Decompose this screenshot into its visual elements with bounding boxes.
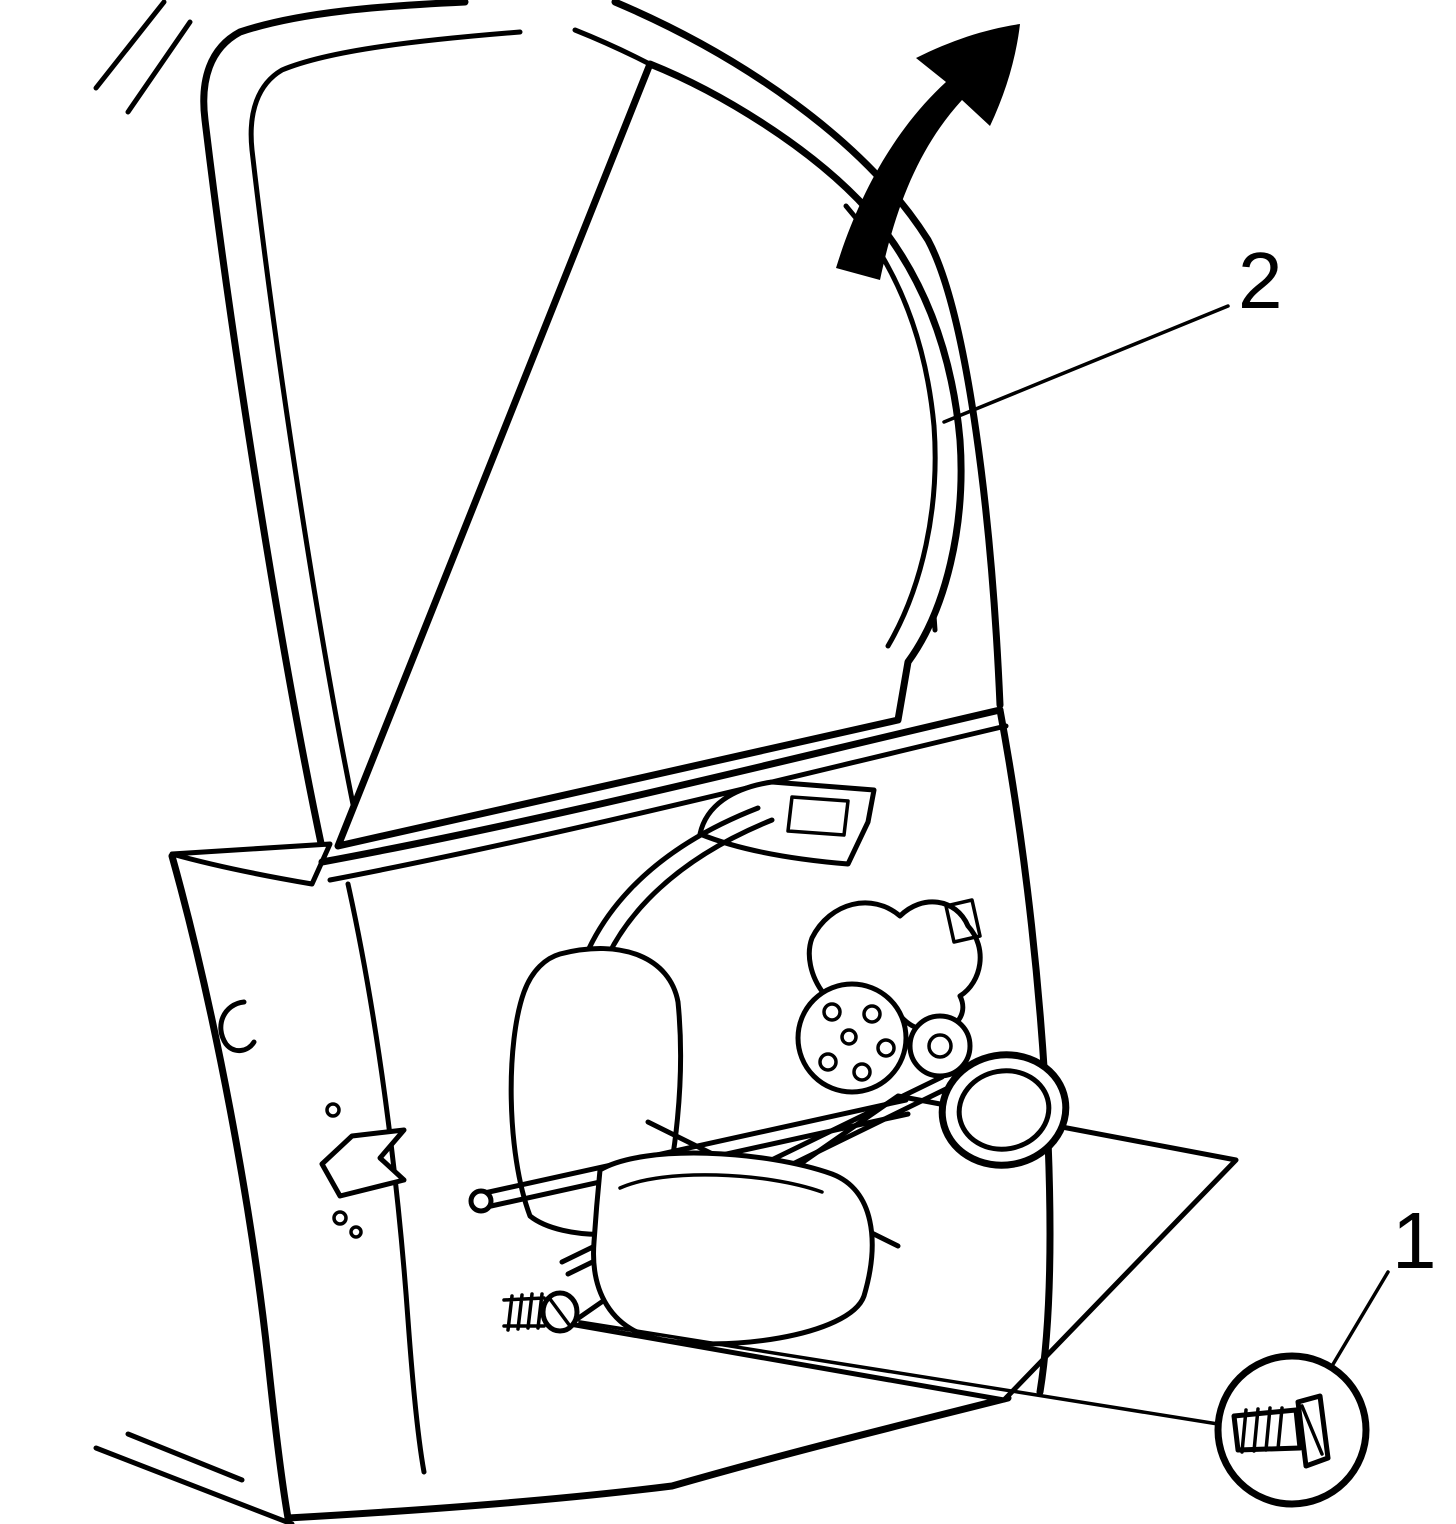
callout-1-leader-line bbox=[1330, 1270, 1390, 1368]
bracket-bolt-hole bbox=[332, 1210, 348, 1226]
regulator-arm-pivot bbox=[468, 1188, 494, 1214]
ground-lines bbox=[93, 1431, 295, 1524]
bolt-threads bbox=[502, 1292, 546, 1332]
callout-2-leader-line bbox=[942, 304, 1230, 424]
plate-hole bbox=[818, 1052, 838, 1072]
inner-handle-cutout bbox=[697, 779, 877, 867]
speaker-opening bbox=[938, 1051, 1070, 1169]
handle-opening bbox=[786, 795, 850, 837]
pillar-cut-line bbox=[93, 0, 167, 91]
a-pillar-cut-lines bbox=[93, 0, 193, 115]
bolt-detail-leader-line bbox=[578, 1320, 1220, 1426]
door-bottom-edge bbox=[284, 1394, 1012, 1522]
callout-2-label: 2 bbox=[1238, 236, 1283, 325]
door-front-edge bbox=[168, 852, 292, 1522]
motor-hub bbox=[927, 1033, 953, 1059]
frame-front-inner-edge bbox=[248, 29, 523, 841]
door-body bbox=[168, 706, 1012, 1522]
bolt-detail-circle bbox=[1214, 1352, 1370, 1508]
regulator-sector-plate bbox=[795, 981, 909, 1095]
door-inner-contour bbox=[345, 881, 427, 1475]
regulator-motor bbox=[907, 1013, 973, 1079]
plate-hole bbox=[840, 1028, 858, 1046]
speaker-inner-ring bbox=[956, 1068, 1052, 1152]
hinge-bracket-shape bbox=[319, 1127, 407, 1199]
belt-line-lower bbox=[327, 723, 1009, 883]
door-internals bbox=[218, 779, 1070, 1347]
ground-line bbox=[125, 1431, 245, 1483]
bolt-head-detail bbox=[548, 1297, 572, 1328]
window-glass bbox=[334, 60, 965, 850]
handle-cutout-outline bbox=[697, 779, 877, 867]
armrest-bracket bbox=[591, 1150, 875, 1347]
callout-window-glass: 2 bbox=[942, 236, 1283, 424]
detail-bolt-threads bbox=[1240, 1406, 1284, 1454]
plate-hole bbox=[852, 1062, 872, 1082]
detail-bolt-head-hatch bbox=[1300, 1404, 1324, 1456]
front-edge-access-hole bbox=[218, 999, 257, 1053]
glass-attachment-bolt bbox=[502, 1290, 580, 1334]
armrest-outline bbox=[591, 1150, 875, 1347]
plate-hole bbox=[822, 1002, 842, 1022]
callout-glass-bolt: 1 bbox=[1330, 1196, 1437, 1368]
removal-arrow-icon bbox=[836, 24, 1020, 280]
frame-rear-outer-edge bbox=[611, 0, 1004, 709]
ground-line bbox=[93, 1445, 295, 1524]
motor-mount-tab bbox=[944, 898, 982, 944]
armrest-inner-line bbox=[618, 1173, 824, 1194]
bracket-bolt-hole bbox=[349, 1225, 363, 1239]
window-glass-panel bbox=[334, 60, 965, 850]
bracket-bolt-hole bbox=[325, 1102, 341, 1118]
plate-hole bbox=[876, 1038, 896, 1058]
frame-front-outer-edge bbox=[200, 0, 469, 852]
mirror-mount-triangle bbox=[169, 841, 333, 887]
window-glass-edge-line bbox=[843, 203, 938, 649]
plate-hole bbox=[862, 1004, 882, 1024]
belt-line-upper bbox=[318, 706, 1004, 866]
pillar-cut-line bbox=[125, 19, 193, 115]
hinge-bracket bbox=[319, 1102, 407, 1239]
callout-1-label: 1 bbox=[1392, 1196, 1437, 1285]
